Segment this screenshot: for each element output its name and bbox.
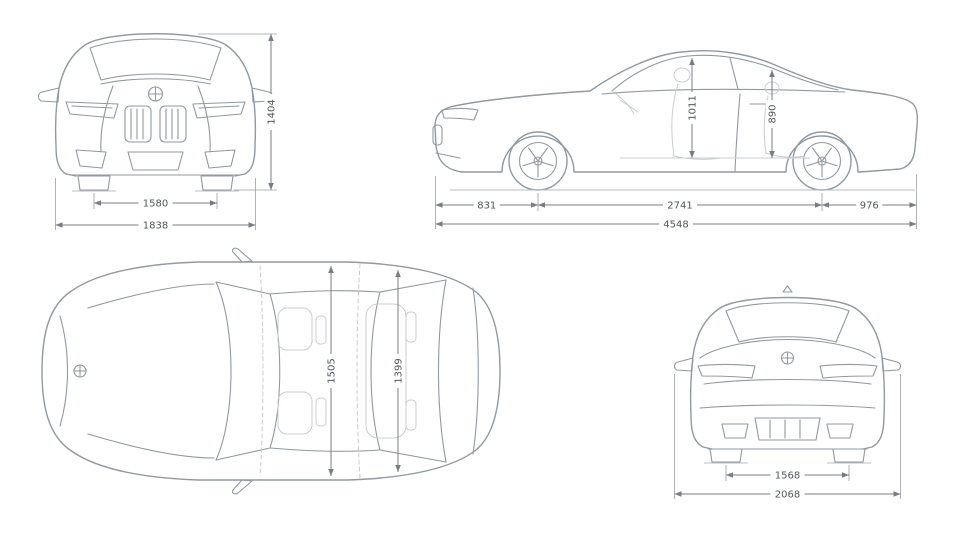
top-rear-interior-width-dimension: 1399 [392,270,405,472]
rear-view: 1568 2068 [660,278,915,510]
side-interior-ghost [615,67,811,160]
side-wheelbase-value: 2741 [667,201,692,212]
side-rear-headroom-value: 890 [768,104,779,123]
top-view-drawing: 1505 1399 [41,247,501,495]
front-track-value: 1580 [143,199,168,210]
rear-view-drawing: 1568 2068 [673,285,902,501]
side-view: 1011 890 831 2741 976 [420,8,955,238]
front-height-value: 1404 [267,99,278,124]
front-width-value: 1838 [143,221,168,232]
top-front-interior-width-dimension: 1505 [325,266,338,476]
top-mirrors [231,247,253,495]
rear-bmw-roundel-icon [780,351,795,365]
rear-taillights [697,363,878,379]
side-rear-wheel [792,131,852,191]
rear-diffuser-exhausts [721,417,854,441]
front-wheels [72,175,239,192]
top-door-aperture-lines [259,263,361,479]
side-car-body [432,50,919,173]
rear-track-value: 1568 [775,471,800,482]
top-car-body [41,261,501,481]
rear-wheels [704,448,871,464]
front-kidney-grille [124,105,187,143]
rear-width-dimension: 2068 [674,374,901,501]
top-view: 1505 1399 [28,246,513,496]
side-front-wheel [508,131,568,191]
top-seats-ghost [277,303,417,439]
side-front-headroom-dimension: 1011 [686,58,699,158]
top-rear-interior-width-value: 1399 [394,358,405,383]
front-view-drawing: 1580 1838 1404 [37,33,278,232]
front-width-dimension: 1838 [55,178,256,232]
top-bmw-roundel-icon [73,364,87,378]
front-bmw-roundel-icon [147,86,164,102]
side-overall-length-value: 4548 [663,220,688,231]
front-car-body [54,33,257,177]
front-height-dimension: 1404 [198,33,278,191]
rear-track-dimension: 1568 [725,465,850,482]
side-view-drawing: 1011 890 831 2741 976 [432,50,919,231]
rear-mirrors [673,357,902,372]
top-front-interior-width-value: 1505 [327,358,338,383]
front-view: 1580 1838 1404 [28,4,283,236]
side-rear-overhang-value: 976 [860,201,879,212]
front-headlights [65,101,246,119]
front-track-dimension: 1580 [93,193,218,210]
rear-car-body [689,285,886,450]
side-front-overhang-value: 831 [477,201,496,212]
side-front-headroom-value: 1011 [688,95,699,120]
side-length-dimensions: 831 2741 976 4548 [435,174,917,231]
rear-width-value: 2068 [775,490,800,501]
side-rear-headroom-dimension: 890 [766,70,779,158]
front-bumper-intakes [75,149,236,171]
